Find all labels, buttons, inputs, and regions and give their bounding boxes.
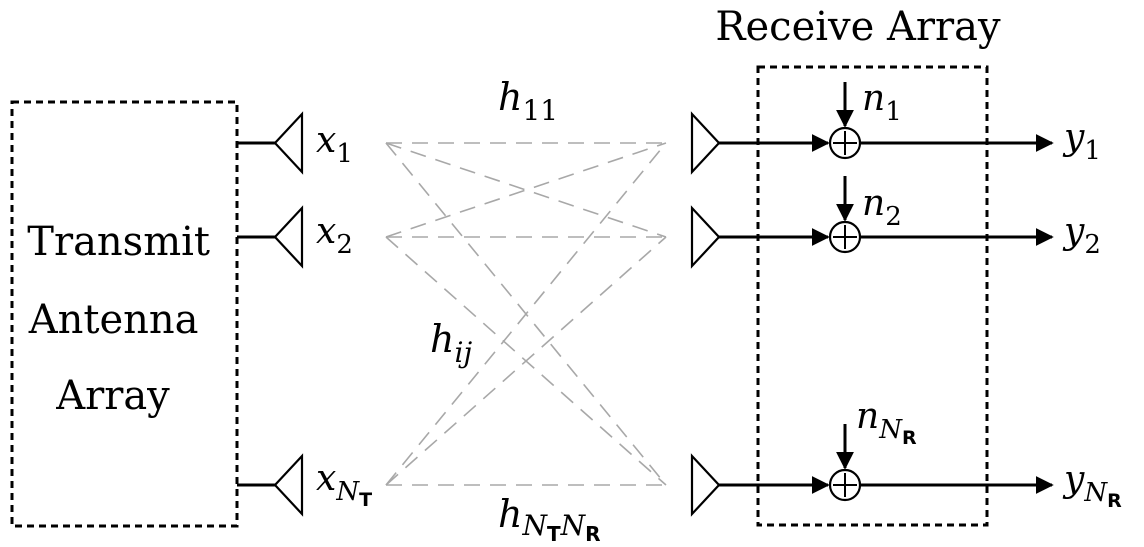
output-label-nr: yNR [1062,459,1122,512]
noise-label-nr: nNR [856,396,917,449]
noise-label-1: n1 [862,78,902,127]
summing-junction-1-icon [828,126,862,160]
channel-path-nt-1 [385,142,667,486]
tx-antenna-2-icon [273,205,304,269]
tx-symbol-nt: xNT [316,458,372,511]
summing-junction-nr-icon [828,468,862,502]
rx-antenna-1-icon [690,111,721,175]
transmit-label: Transmit Antenna Array [27,219,222,419]
tx-antenna-nt-icon [273,453,304,517]
output-label-1: y1 [1062,117,1101,166]
rx-antenna-nr-icon [690,453,721,517]
channel-label-hij: hij [430,317,472,369]
noise-label-2: n2 [862,183,902,232]
receive-array-title: Receive Array [715,4,1001,50]
receive-array-box [756,65,989,527]
tx-symbol-2: x2 [316,211,353,260]
rx-antenna-2-icon [690,205,721,269]
channel-path-1-2 [385,142,667,238]
channel-label-h11: h11 [498,75,558,127]
tx-symbol-1: x1 [316,120,353,169]
summing-junction-2-icon [828,220,862,254]
tx-antenna-1-icon [273,111,304,175]
channel-label-hntnr: hNTNR [498,492,601,546]
transmit-array-box [10,100,239,528]
channel-path-2-1 [385,142,667,238]
output-label-2: y2 [1062,211,1101,260]
channel-paths [385,142,667,486]
channel-path-nt-2 [385,236,667,486]
